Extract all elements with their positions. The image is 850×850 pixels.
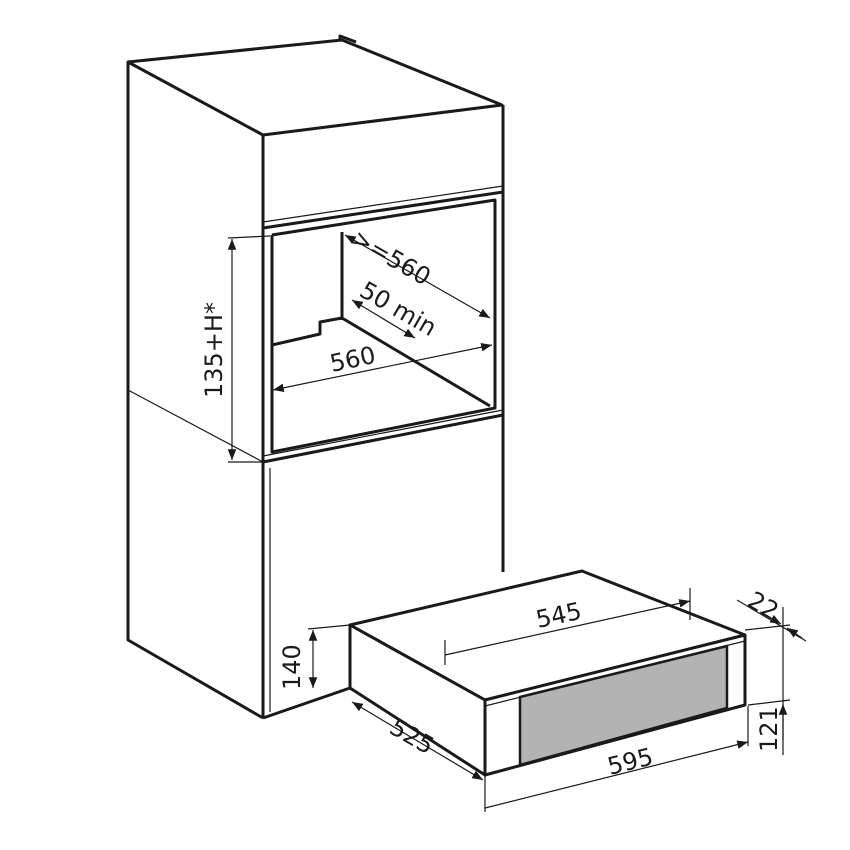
- dim-niche-height: 135+H*: [200, 302, 228, 398]
- cabinet-top: [126, 38, 504, 137]
- cabinet-back-edge: [338, 34, 357, 44]
- dim-niche-width: 560: [327, 341, 378, 378]
- cabinet-side-divider: [127, 389, 264, 463]
- drawer-glass-panel: [518, 644, 729, 767]
- top-panel-bottom: [262, 190, 504, 230]
- cabinet-left-side: [126, 62, 264, 720]
- dim-niche-depth: >=560: [347, 224, 436, 291]
- dim-drawer-width: 595: [605, 743, 656, 781]
- dim-drawer-height: 121: [755, 706, 783, 752]
- niche-floor-back: [271, 316, 343, 347]
- dim-drawer-niche-height: 140: [278, 644, 306, 690]
- dim-panel-thickness: 22: [743, 586, 783, 626]
- niche-shelf-front: [262, 413, 504, 464]
- cabinet-bottom: [262, 686, 351, 720]
- dimensions: [227, 234, 807, 812]
- warming-drawer: [348, 569, 747, 777]
- oven-niche-frame: [270, 198, 497, 454]
- niche-shelf-inner: [262, 409, 504, 457]
- top-panel-inner: [262, 185, 504, 223]
